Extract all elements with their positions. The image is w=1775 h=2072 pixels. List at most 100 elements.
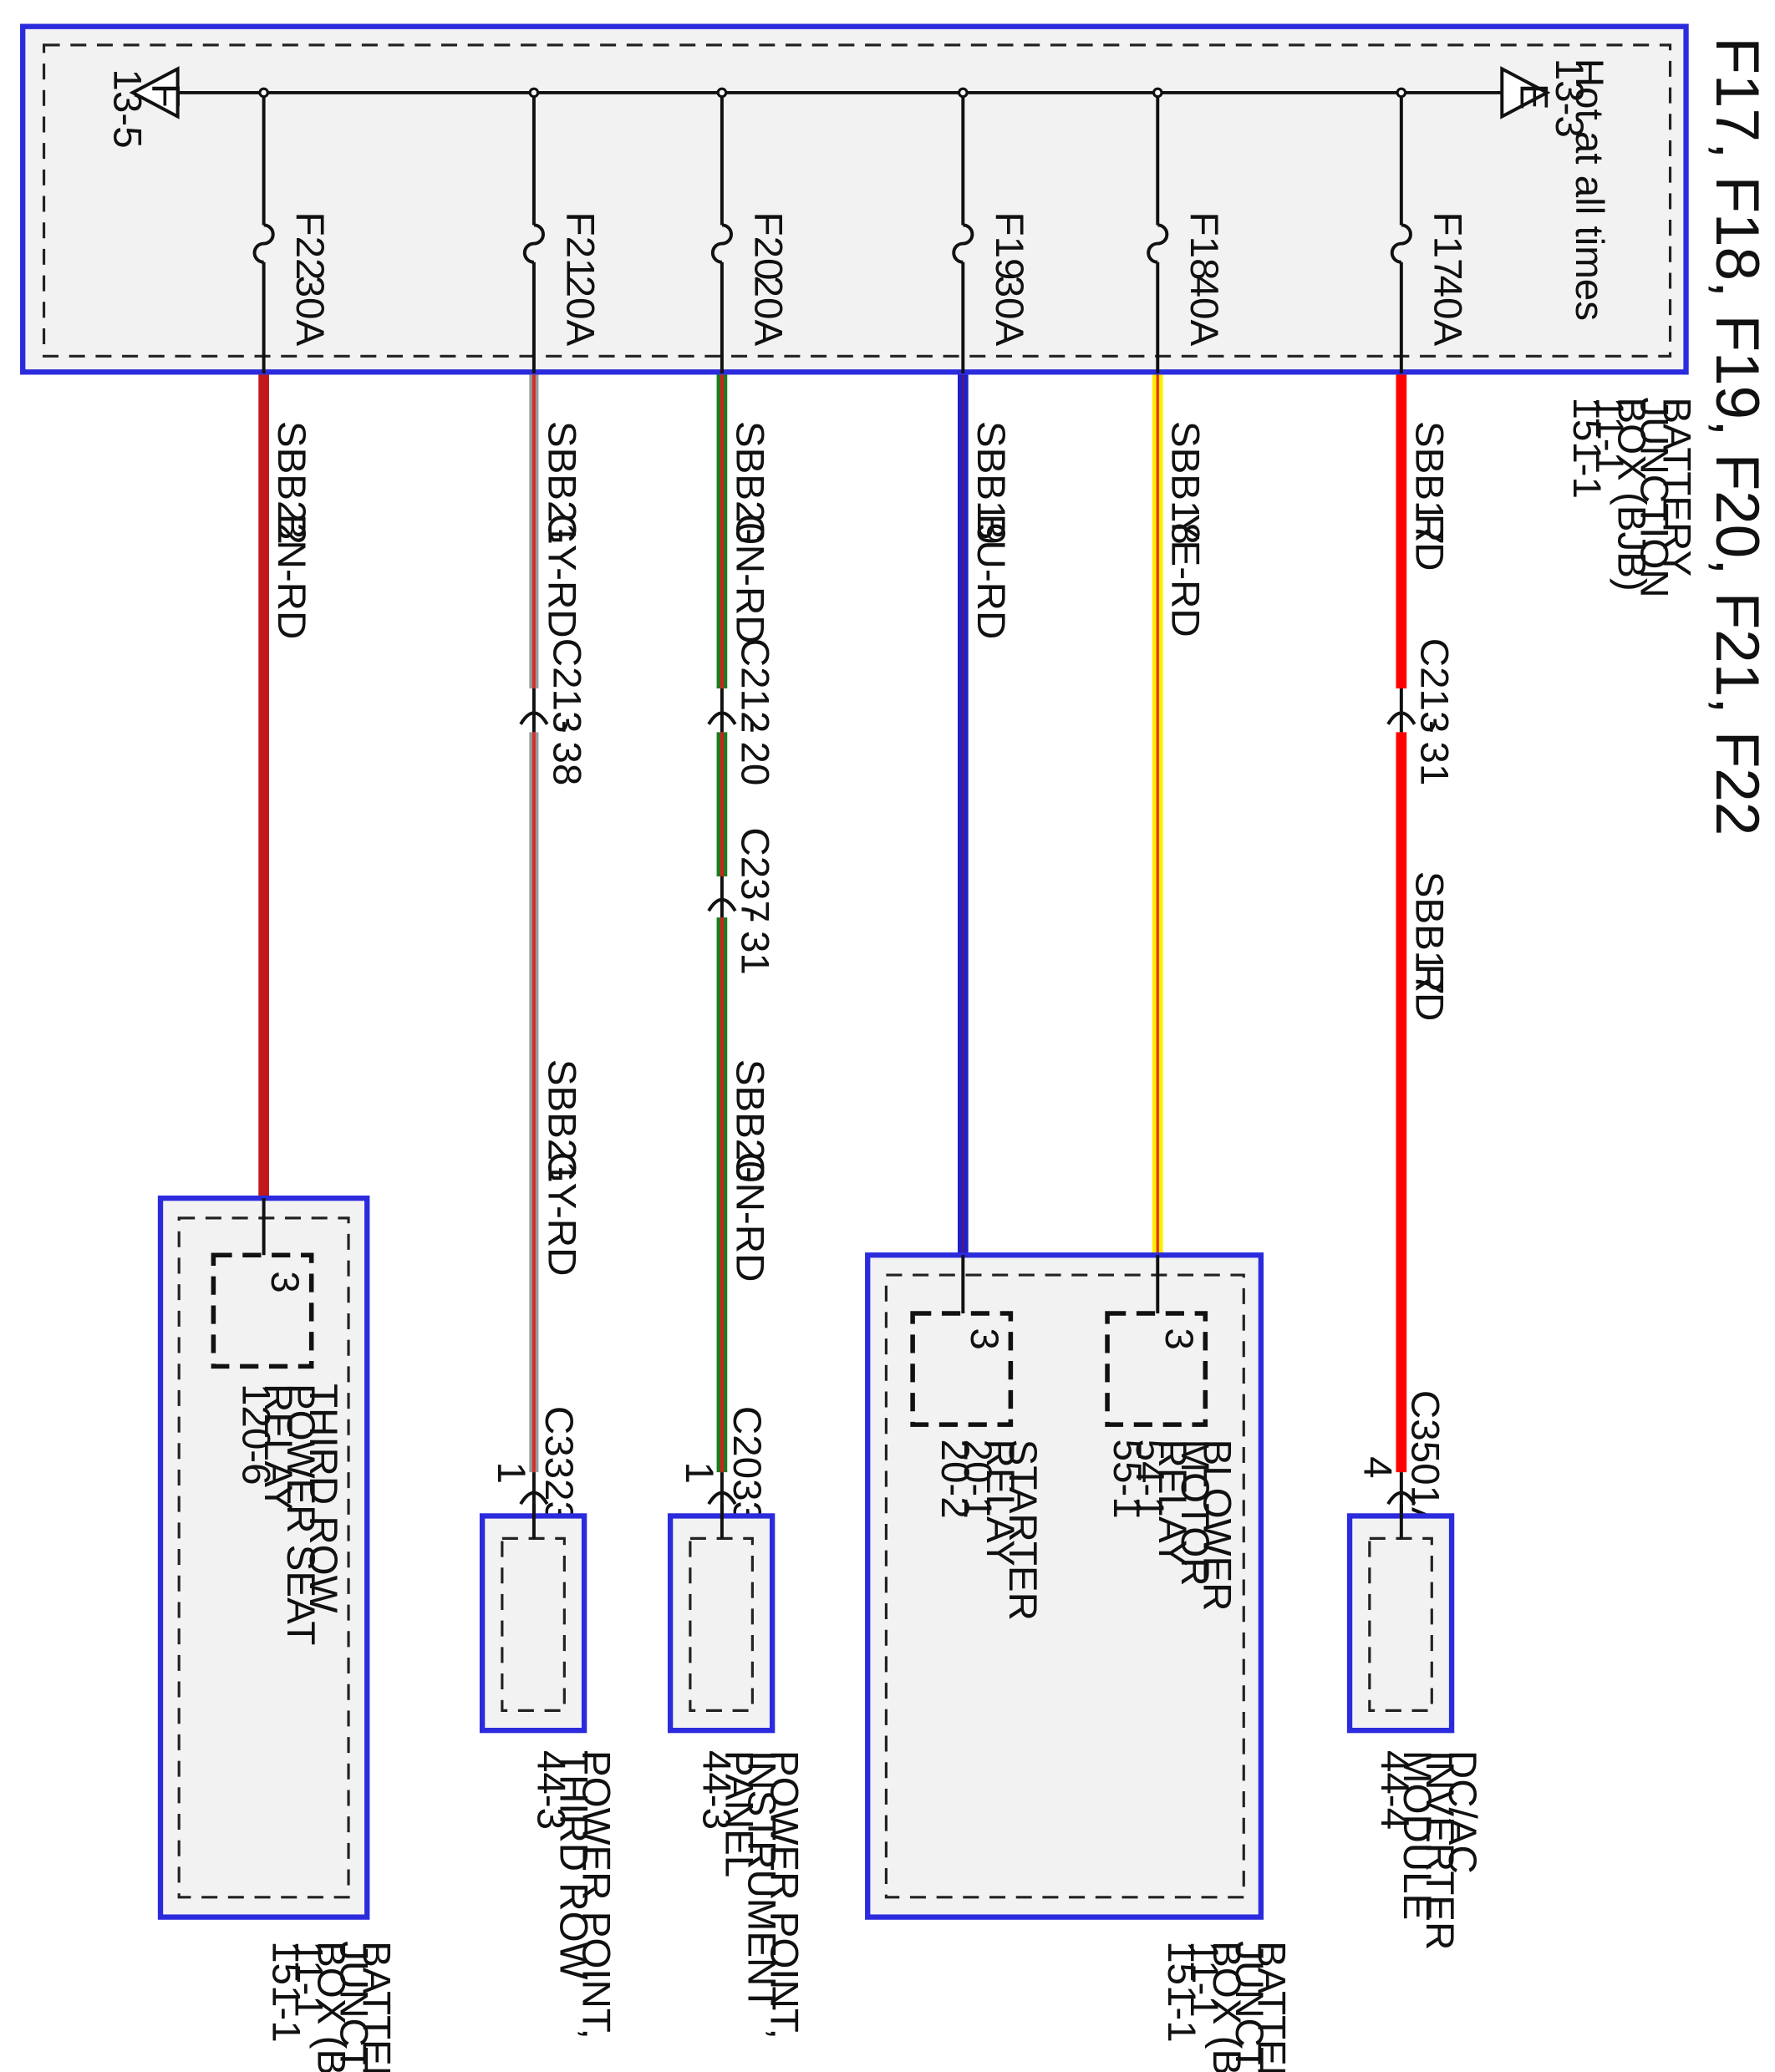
svg-text:20-2: 20-2 (933, 1440, 977, 1519)
svg-text:GN-RD: GN-RD (727, 514, 771, 644)
svg-text:20A: 20A (558, 276, 603, 347)
wire-sbb22-label: SBB22 BN-RD (269, 421, 313, 639)
connector-c2033-label: C2033 (725, 1406, 769, 1523)
svg-text:-: - (1412, 720, 1457, 734)
starter-relay-box (910, 1311, 1014, 1427)
fuse-f17 (1390, 87, 1412, 373)
svg-text:RD: RD (1406, 514, 1451, 571)
dcac-inverter-label: DC/AC INVERTER MODULE 44-4 (1372, 1750, 1484, 1950)
fuse-f17-label: F17 40A (1425, 212, 1469, 347)
svg-text:44-3: 44-3 (694, 1750, 739, 1830)
connector-c2033-pin: 1 (677, 1461, 721, 1483)
svg-text:151-1: 151-1 (264, 1941, 308, 2043)
svg-text:POWER POINT,: POWER POINT, (762, 1750, 806, 2039)
terminal-e-triangle (1500, 66, 1551, 119)
svg-text:BOX (BJB): BOX (BJB) (1610, 397, 1654, 591)
svg-text:SBB19: SBB19 (969, 421, 1013, 545)
terminal-f-triangle (129, 66, 180, 119)
svg-text:RELAY: RELAY (256, 1384, 300, 1511)
connector-c213-31-symbol (1386, 688, 1416, 733)
connector-c237-31-label: C237 - 31 (733, 827, 777, 974)
svg-text:SBB20: SBB20 (727, 1059, 771, 1183)
svg-text:BOX (BJB): BOX (BJB) (309, 1941, 353, 2072)
terminal-f-letter: F (144, 84, 188, 108)
svg-text:F19: F19 (987, 212, 1031, 281)
svg-text:INSTRUMENT: INSTRUMENT (740, 1750, 784, 2010)
bjb-fuse-box-inner (42, 43, 1672, 358)
starter-relay-pin: 3 (962, 1328, 1006, 1349)
power-point-third-row-box (479, 1513, 587, 1734)
svg-text:38: 38 (545, 741, 589, 785)
svg-text:SBB21: SBB21 (539, 1059, 583, 1183)
fuse-f19-label: F19 30A (987, 212, 1031, 347)
svg-text:BN-RD: BN-RD (269, 514, 313, 639)
svg-text:F17: F17 (1425, 212, 1469, 281)
svg-text:40A: 40A (1182, 276, 1226, 347)
wire-sbb20-label-2: SBB20 GN-RD (727, 1059, 771, 1282)
bjb-top-label: BATTERY JUNCTION BOX (BJB) 11-1 151-1 (1564, 397, 1699, 597)
svg-text:BU-RD: BU-RD (969, 514, 1013, 639)
svg-text:55-1: 55-1 (1105, 1440, 1149, 1519)
svg-text:POWER POINT,: POWER POINT, (574, 1750, 618, 2039)
svg-text:40A: 40A (1425, 276, 1469, 347)
svg-text:120-6: 120-6 (233, 1384, 277, 1485)
fuse-f21 (522, 87, 545, 373)
svg-text:BATTERY: BATTERY (1655, 397, 1699, 576)
terminal-e-label: Hot at all times 13-3 (1547, 58, 1611, 321)
svg-text:C212: C212 (733, 638, 777, 734)
svg-text:BOX (BJB): BOX (BJB) (1204, 1941, 1249, 2072)
power-point-instrument-panel-label: POWER POINT, INSTRUMENT PANEL 44-3 (694, 1750, 806, 2039)
fuse-f19 (952, 87, 974, 373)
svg-text:SBB17: SBB17 (1406, 871, 1451, 995)
svg-text:Hot at all times: Hot at all times (1567, 58, 1611, 321)
fuse-f22-label: F22 30A (287, 212, 332, 347)
connector-c213-31-label: C213 - 31 (1412, 638, 1457, 785)
svg-text:STARTER: STARTER (1000, 1440, 1045, 1621)
power-point-third-row-label: POWER POINT, THIRD ROW 44-3 (529, 1750, 618, 2039)
svg-text:11-1: 11-1 (1182, 1941, 1226, 2018)
third-row-relay-box (211, 1252, 314, 1369)
bjb-left-label: BATTERY JUNCTION BOX (BJB) 11-1 151-1 (264, 1941, 399, 2072)
third-row-relay-label: THIRD ROW POWER SEAT RELAY 120-6 (233, 1384, 345, 1645)
svg-text:C213: C213 (545, 638, 589, 734)
power-point-instrument-panel-box (667, 1513, 776, 1734)
svg-text:SBB18: SBB18 (1163, 421, 1208, 545)
svg-text:GN-RD: GN-RD (727, 1152, 771, 1282)
svg-text:JUNCTION: JUNCTION (1632, 397, 1676, 597)
svg-text:PANEL: PANEL (717, 1750, 761, 1877)
blower-motor-relay-pin: 3 (1157, 1328, 1201, 1349)
svg-text:YE-RD: YE-RD (1163, 514, 1208, 637)
connector-c3501a-pin: 4 (1355, 1456, 1399, 1478)
svg-text:GY-RD: GY-RD (539, 1152, 583, 1277)
svg-text:C237: C237 (733, 827, 777, 922)
wire-sbb19-label: SBB19 BU-RD (969, 421, 1013, 639)
svg-text:54-1: 54-1 (1127, 1440, 1172, 1519)
svg-text:20-1: 20-1 (955, 1440, 999, 1519)
svg-text:JUNCTION: JUNCTION (1227, 1941, 1271, 2072)
wire-sbb17-label: SBB17 RD (1406, 421, 1451, 571)
svg-text:C213: C213 (1412, 638, 1457, 734)
connector-c213-38-symbol (519, 688, 549, 733)
connector-c3501a-label: C3501A (1403, 1390, 1447, 1534)
svg-text:30A: 30A (987, 276, 1031, 347)
svg-text:THIRD ROW: THIRD ROW (552, 1750, 596, 1980)
svg-text:POWER SEAT: POWER SEAT (278, 1384, 323, 1645)
svg-text:THIRD ROW: THIRD ROW (301, 1384, 345, 1613)
bjb-right-inner (884, 1273, 1245, 1899)
svg-text:F21: F21 (558, 212, 603, 281)
svg-text:SBB21: SBB21 (539, 421, 583, 545)
fuse-f18 (1147, 87, 1169, 373)
connector-c237-31-symbol (707, 876, 737, 918)
svg-text:20: 20 (733, 741, 777, 785)
svg-text:MOTOR: MOTOR (1172, 1440, 1217, 1587)
svg-text:30A: 30A (287, 276, 332, 347)
svg-text:INVERTER: INVERTER (1417, 1750, 1462, 1950)
svg-text:13-3: 13-3 (1547, 58, 1591, 138)
svg-text:GY-RD: GY-RD (539, 514, 583, 638)
svg-text:SBB17: SBB17 (1406, 421, 1451, 545)
bjb-right-label: BATTERY JUNCTION BOX (BJB) 11-1 151-1 (1159, 1941, 1294, 2072)
wire-sbb17-label-2: SBB17 RD (1406, 871, 1451, 1022)
svg-text:151-1: 151-1 (1564, 397, 1609, 499)
svg-text:RD: RD (1406, 964, 1451, 1022)
